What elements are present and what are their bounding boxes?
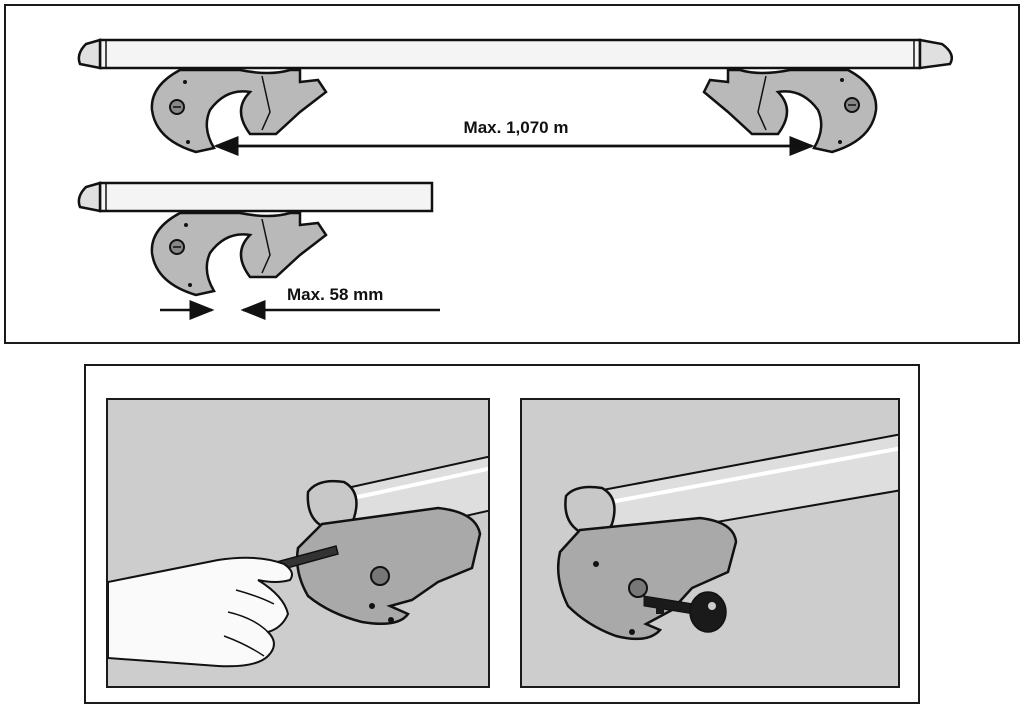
- foot-body: [295, 506, 482, 625]
- lock-cylinder: [628, 578, 648, 598]
- locking-illustration: [520, 398, 900, 688]
- dimensions-drawing: Max. 1,070 m Max. 58 mm: [77, 38, 953, 320]
- long-roof-bar: [77, 38, 953, 70]
- hand: [108, 556, 293, 668]
- narrow-measurement-label: Max. 58 mm: [287, 285, 383, 304]
- foot-body: [557, 516, 738, 641]
- left-foot-bracket: [150, 68, 328, 154]
- locking-drawing: [557, 433, 898, 641]
- key-icon: [643, 591, 727, 633]
- short-bar-foot-bracket: [150, 211, 328, 297]
- short-roof-bar: [77, 181, 434, 213]
- lock-cylinder: [370, 566, 390, 586]
- wide-measurement-label: Max. 1,070 m: [464, 118, 569, 137]
- tightening-illustration: [106, 398, 490, 688]
- tightening-drawing: [108, 455, 488, 668]
- right-foot-bracket: [702, 68, 878, 154]
